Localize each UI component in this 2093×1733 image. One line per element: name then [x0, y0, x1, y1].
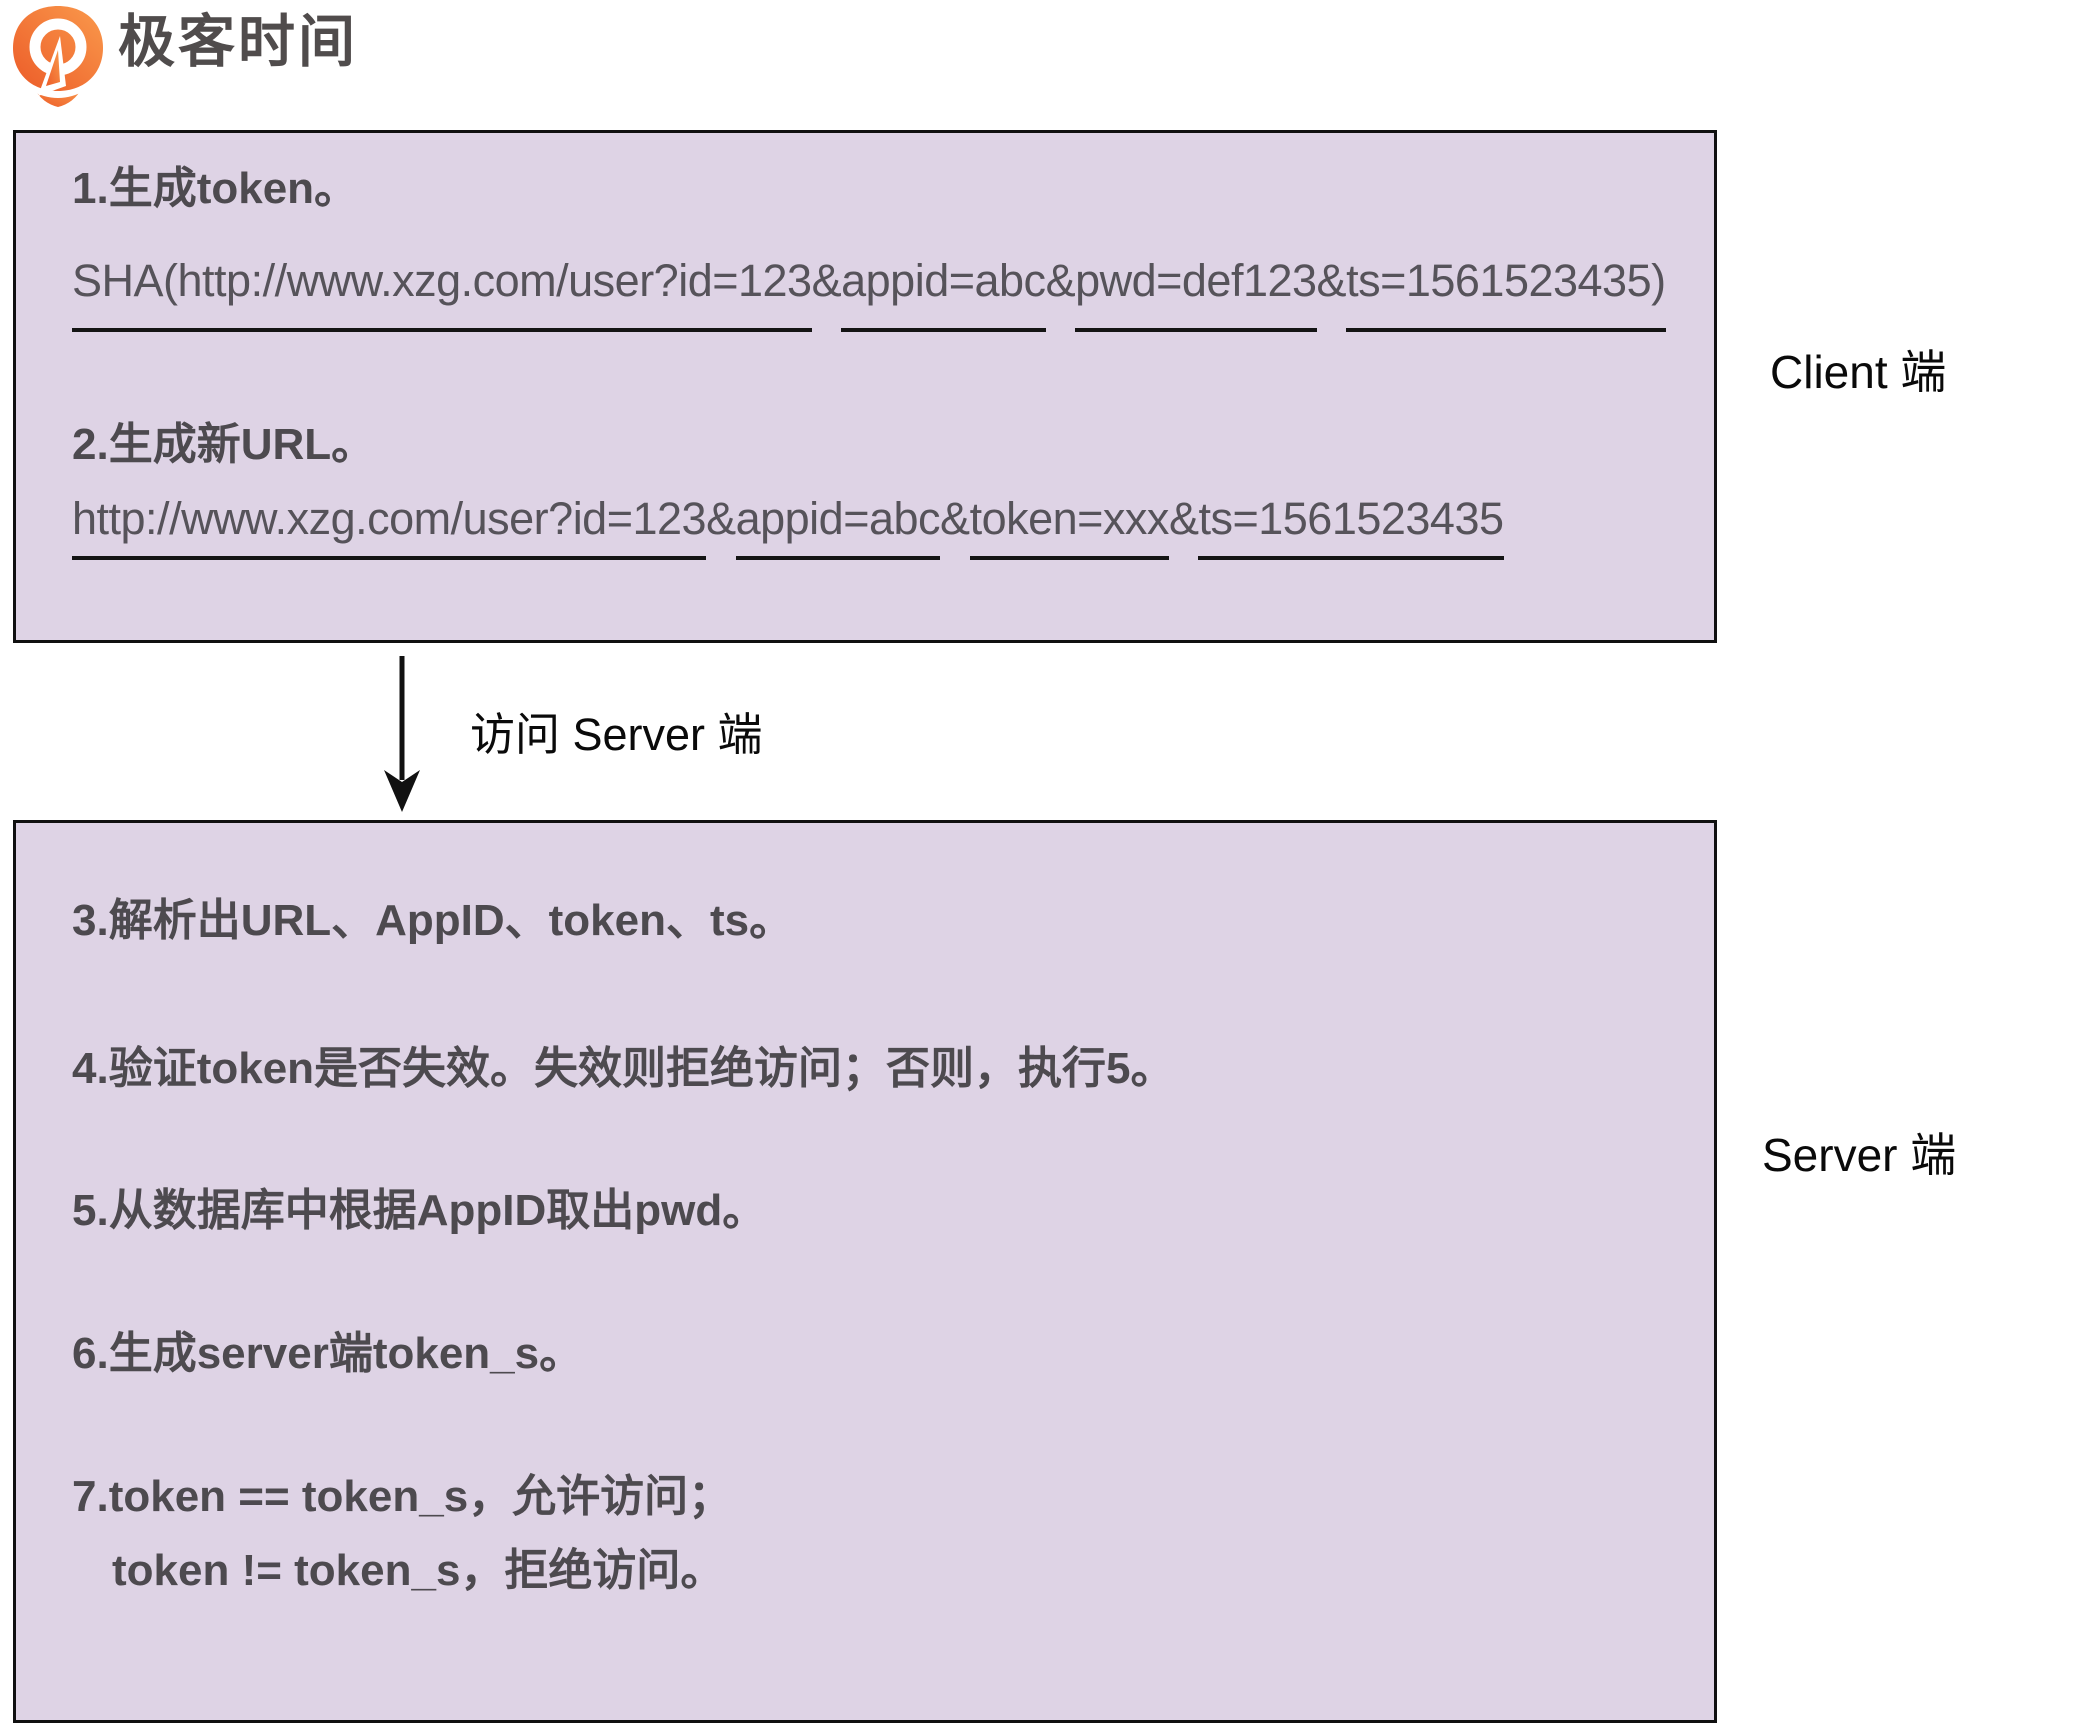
underlined-url-part: http://www.xzg.com/user?id=123	[72, 493, 707, 560]
underlined-url-part: ts=1561523435)	[1346, 255, 1666, 332]
down-arrow-svg	[384, 656, 420, 812]
underlined-url-part: token=xxx	[969, 493, 1169, 560]
url-separator: &	[1045, 255, 1076, 306]
brand-name: 极客时间	[118, 10, 358, 74]
step-7-line-2: token != token_s，拒绝访问。	[112, 1546, 725, 1595]
arrow-caption: 访问 Server 端	[470, 709, 763, 760]
underlined-url-part: appid=abc	[841, 255, 1046, 332]
down-arrow-icon	[375, 652, 431, 817]
step-3: 3.解析出URL、AppID、token、ts。	[72, 896, 794, 945]
url-separator: &	[1316, 255, 1347, 306]
geektime-pin-icon-svg	[13, 6, 103, 107]
underlined-url-part: SHA(http://www.xzg.com/user?id=123	[72, 255, 812, 332]
server-side-label: Server 端	[1762, 1129, 1957, 1181]
step-5: 5.从数据库中根据AppID取出pwd。	[72, 1186, 767, 1235]
step-2-title: 2.生成新URL。	[72, 420, 376, 469]
url-separator: &	[1168, 493, 1199, 544]
geektime-pin-icon	[8, 4, 108, 108]
client-side-label: Client 端	[1770, 346, 1947, 398]
underlined-url-part: ts=1561523435	[1198, 493, 1504, 560]
new-url-line: http://www.xzg.com/user?id=123&appid=abc…	[72, 493, 1504, 560]
step-7-line-1: 7.token == token_s，允许访问；	[72, 1472, 733, 1521]
server-panel: 3.解析出URL、AppID、token、ts。 4.验证token是否失效。失…	[13, 820, 1717, 1723]
underlined-url-part: pwd=def123	[1075, 255, 1317, 332]
sha-token-formula: SHA(http://www.xzg.com/user?id=123&appid…	[72, 255, 1666, 332]
url-separator: &	[706, 493, 736, 544]
client-panel: 1.生成token。 SHA(http://www.xzg.com/user?i…	[13, 130, 1717, 643]
step-1-title: 1.生成token。	[72, 164, 359, 213]
url-separator: &	[940, 493, 970, 544]
underlined-url-part: appid=abc	[735, 493, 941, 560]
step-4: 4.验证token是否失效。失效则拒绝访问；否则，执行5。	[72, 1044, 1175, 1093]
step-6: 6.生成server端token_s。	[72, 1329, 584, 1378]
url-separator: &	[811, 255, 842, 306]
